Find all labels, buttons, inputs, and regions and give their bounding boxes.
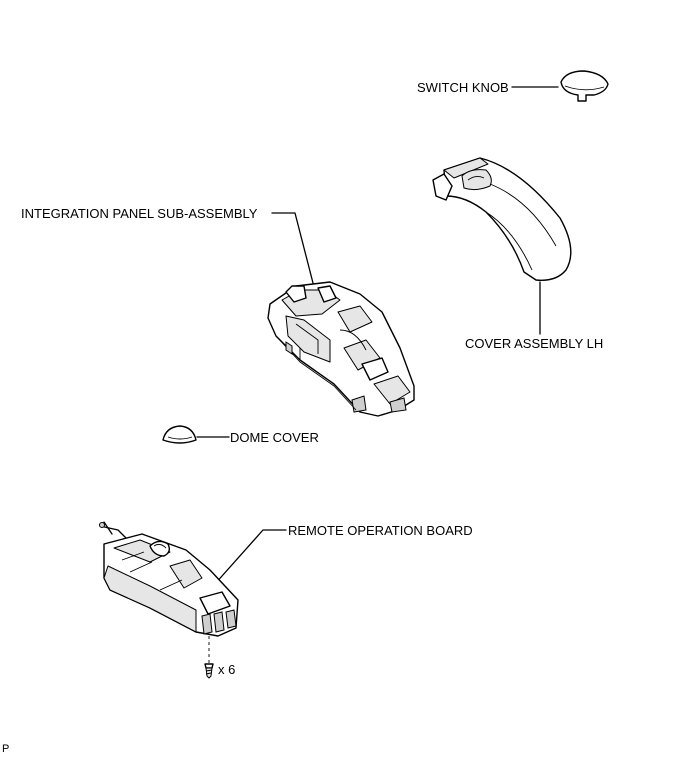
dome-cover-label: DOME COVER [230,430,319,445]
switch-knob-label: SWITCH KNOB [417,80,509,95]
integration-panel-part [267,281,415,417]
integration-panel-label: INTEGRATION PANEL SUB-ASSEMBLY [21,206,258,221]
cover-assembly-part [432,157,572,281]
integration-panel-leader [271,212,314,284]
cover-assembly-label: COVER ASSEMBLY LH [465,336,604,351]
remote-board-leader [213,529,287,586]
remote-board-label: REMOTE OPERATION BOARD [288,523,473,538]
dome-cover-part [162,425,197,444]
leader-lines [196,86,559,663]
corner-mark: P [2,743,10,755]
remote-board-part [99,521,239,637]
switch-knob-part [560,70,609,102]
screw-quantity-label: x 6 [218,662,236,677]
screw-part [204,663,214,679]
